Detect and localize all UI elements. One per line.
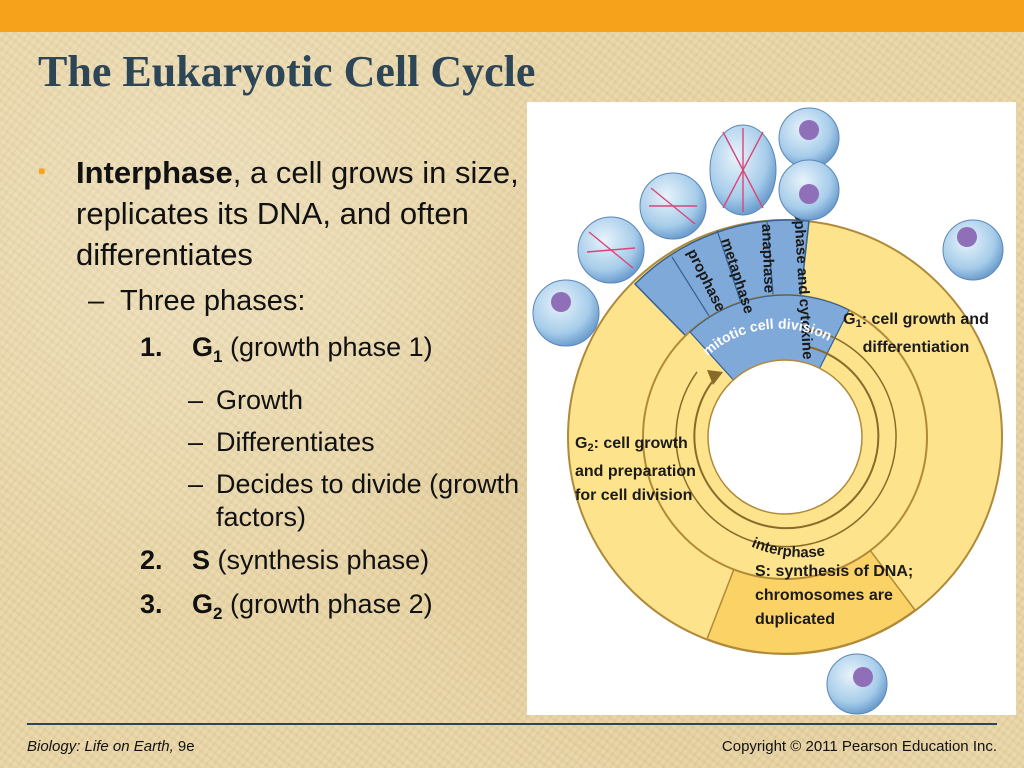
nucleus-icon: [853, 667, 873, 687]
nucleus-icon: [551, 292, 571, 312]
g1-item-decides: –Decides to divide (growth factors): [188, 468, 558, 534]
g1-text: : cell growth and differentiation: [861, 311, 989, 356]
g2-subscript: 2: [587, 442, 594, 454]
phase-description: (growth phase 1): [222, 332, 433, 362]
cell-cycle-diagram: telophase and cytokinesis anaphase metap…: [527, 102, 1016, 715]
cell-icon: [532, 279, 600, 347]
interphase-description: , a cell grows in size, replicates its D…: [76, 155, 519, 272]
cycle-direction-arrow-arc: [693, 346, 880, 530]
nucleus-icon: [799, 184, 819, 204]
dash-marker: –: [188, 385, 204, 415]
phase-subscript: 2: [213, 604, 223, 623]
phase-item-s: 2. S (synthesis phase): [140, 542, 558, 578]
phase-name: S: [192, 545, 211, 575]
g1-prefix: G: [843, 311, 856, 328]
three-phases-text: Three phases:: [120, 285, 306, 317]
nucleus-icon: [957, 227, 977, 247]
phase-subscript: 1: [213, 347, 223, 366]
g2-phase-label: G2: cell growth and preparation for cell…: [575, 432, 720, 508]
sub-bullet-three-phases: –Three phases:: [88, 281, 558, 321]
inner-white-core: [707, 359, 863, 515]
s-phase-label: S: synthesis of DNA; chromosomes are dup…: [755, 563, 914, 628]
g2-prefix: G: [575, 435, 588, 452]
bullet-list: ▪ Interphase, a cell grows in size, repli…: [38, 152, 558, 632]
g1-item-growth: –Growth: [188, 384, 558, 417]
interphase-term: Interphase: [76, 155, 233, 190]
phase-description: (synthesis phase): [210, 545, 430, 575]
phase-number: 1.: [140, 332, 163, 362]
top-accent-bar: [0, 0, 1024, 32]
g1-item-text: Decides to divide (growth factors): [216, 469, 520, 532]
nucleus-icon: [799, 120, 819, 140]
g1-item-text: Growth: [216, 385, 304, 415]
phase-description: (growth phase 2): [222, 589, 433, 619]
dash-marker: –: [88, 285, 105, 317]
anaphase-label: anaphase: [758, 224, 778, 294]
phase-item-g1: 1. G1 (growth phase 1): [140, 329, 558, 375]
dash-marker: –: [188, 469, 204, 499]
phase-name: G: [192, 589, 214, 619]
slide-title: The Eukaryotic Cell Cycle: [38, 47, 536, 96]
g1-item-text: Differentiates: [216, 427, 375, 457]
footer-divider: [27, 723, 997, 725]
phase-number: 2.: [140, 545, 163, 575]
g1-item-differentiates: –Differentiates: [188, 426, 558, 459]
bullet-interphase: ▪ Interphase, a cell grows in size, repli…: [38, 152, 558, 275]
dash-marker: –: [188, 427, 204, 457]
g2-text: : cell growth and preparation for cell d…: [575, 435, 696, 504]
phase-name: G: [192, 332, 214, 362]
g1-phase-label: G1: cell growth and differentiation: [823, 308, 1009, 360]
cycle-arrowhead-icon: [707, 370, 723, 385]
cell-icons: [532, 107, 1004, 715]
phase-item-g2: 3. G2 (growth phase 2): [140, 586, 558, 632]
phase-number: 3.: [140, 589, 163, 619]
cycle-direction-arrow-outer: [675, 328, 897, 548]
book-edition: 9e: [173, 738, 195, 755]
book-title: Biology: Life on Earth,: [27, 738, 174, 755]
footer-copyright: Copyright © 2011 Pearson Education Inc.: [721, 738, 997, 755]
footer-book-citation: Biology: Life on Earth, 9e: [27, 738, 195, 755]
square-bullet-icon: ▪: [38, 158, 46, 183]
spindle-fibers-icon: [586, 128, 764, 269]
cell-cycle-ring-svg: telophase and cytokinesis anaphase metap…: [527, 102, 1004, 715]
g1-subscript: 1: [855, 318, 862, 330]
